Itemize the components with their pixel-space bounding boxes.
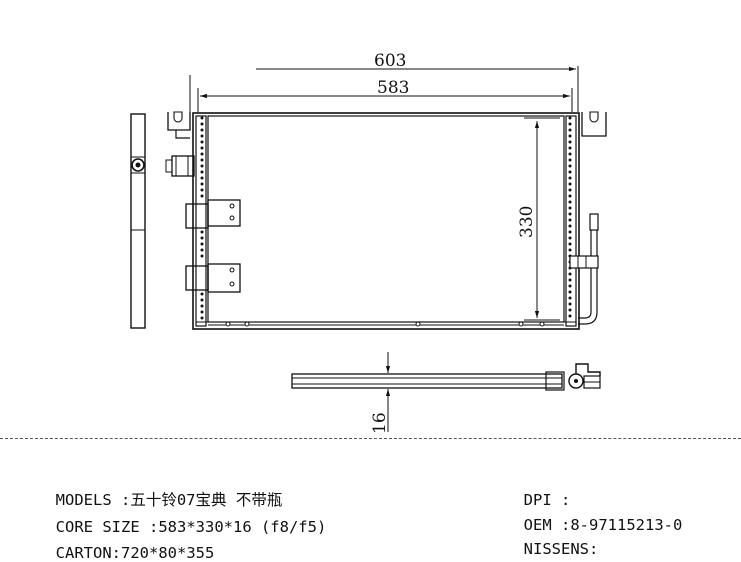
spec-oem-value: 8-97115213-0	[570, 516, 683, 534]
core-width-label: 583	[377, 78, 409, 98]
spec-dpi-label: DPI :	[523, 491, 571, 509]
spec-models-label: MODELS :	[55, 491, 131, 509]
spec-carton-value: 720*80*355	[121, 544, 215, 562]
dimension-core-width: 583	[197, 78, 573, 112]
front-view	[165, 111, 607, 330]
side-view	[130, 113, 146, 329]
top-view	[291, 363, 601, 391]
core-height-label: 330	[517, 206, 537, 238]
dimension-thickness: 16	[370, 352, 391, 434]
dimension-overall-width: 603	[189, 51, 579, 112]
spec-nissens-label: NISSENS:	[523, 540, 599, 558]
spec-carton-label: CARTON:	[55, 544, 121, 562]
spec-models-value: 五十铃07宝典 不带瓶	[130, 491, 283, 509]
spec-nissens: NISSENS:	[505, 522, 599, 558]
overall-width-label: 603	[374, 51, 406, 71]
spec-core-size-label: CORE SIZE :	[55, 518, 159, 536]
spec-models: MODELS :五十铃07宝典 不带瓶	[37, 473, 283, 509]
spec-core-size-value: 583*330*16 (f8/f5)	[158, 518, 327, 536]
condenser-technical-drawing: 603 583	[130, 51, 607, 434]
spec-oem-label: OEM :	[523, 516, 571, 534]
thickness-label: 16	[370, 412, 390, 434]
spec-core-size: CORE SIZE :583*330*16 (f8/f5)	[37, 500, 327, 536]
section-divider	[0, 438, 741, 439]
dimension-core-height: 330	[517, 117, 560, 321]
spec-dpi: DPI :	[505, 473, 571, 509]
spec-carton: CARTON:720*80*355	[37, 526, 215, 562]
spec-oem: OEM :8-97115213-0	[505, 498, 683, 534]
